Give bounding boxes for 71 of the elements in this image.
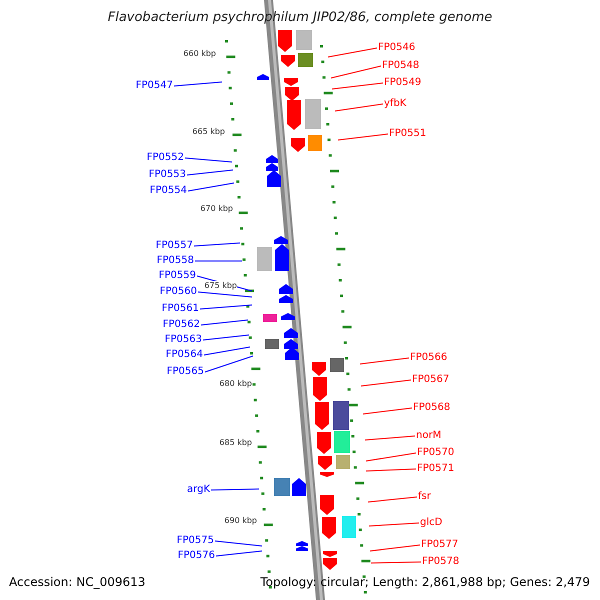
leader-line	[204, 346, 250, 356]
leader-line	[366, 468, 416, 472]
gene-label: FP0549	[384, 76, 422, 90]
leader-line	[194, 260, 242, 262]
gene-label: FP0570	[417, 446, 454, 460]
leader-line	[184, 158, 232, 162]
gene-label: FP0576	[178, 549, 215, 563]
gene-label: FP0552	[146, 151, 184, 165]
gene-label: FP0567	[412, 373, 450, 387]
gene-label: FP0547	[136, 79, 173, 93]
gene-label: norM	[416, 429, 442, 443]
gene-label: FP0575	[176, 534, 214, 548]
leader-line	[174, 82, 222, 86]
gene-label: argK	[187, 483, 210, 497]
leader-line	[194, 242, 240, 246]
scale-label: 670 kbp	[200, 204, 233, 214]
scale-label: 675 kbp	[204, 281, 237, 291]
leader-line	[368, 522, 420, 526]
leader-line	[366, 452, 416, 462]
leader-line	[360, 358, 410, 364]
leader-line	[204, 356, 254, 372]
gene-label: FP0563	[164, 333, 202, 347]
leader-line	[188, 182, 234, 192]
leader-line	[370, 544, 420, 552]
leader-line	[200, 304, 252, 310]
scale-label: 665 kbp	[192, 127, 225, 137]
gene-label: FP0578	[422, 555, 460, 569]
leader-line	[360, 380, 412, 386]
gene-label: FP0560	[160, 285, 197, 299]
gene-label: yfbK	[384, 97, 406, 111]
gene-label: FP0546	[378, 41, 416, 55]
leader-line	[200, 320, 248, 326]
leader-line	[334, 104, 384, 112]
leader-line	[186, 170, 234, 176]
gene-label: FP0558	[156, 254, 194, 268]
gene-label: FP0559	[158, 269, 196, 283]
scale-label: 685 kbp	[219, 438, 252, 448]
leader-line	[210, 488, 260, 490]
leader-line	[202, 334, 250, 340]
scale-label: 660 kbp	[183, 49, 216, 59]
gene-label: FP0551	[389, 127, 426, 141]
leader-line	[368, 496, 418, 502]
leader-line	[214, 540, 262, 546]
scale-label: 680 kbp	[219, 379, 252, 389]
leader-line	[364, 436, 416, 440]
gene-label: FP0557	[156, 239, 193, 253]
gene-label: FP0564	[166, 348, 203, 362]
leader-line	[370, 562, 422, 564]
leader-line	[338, 134, 388, 140]
gene-label: FP0577	[421, 538, 458, 552]
gene-label: FP0562	[162, 318, 200, 332]
gene-label: FP0548	[382, 59, 420, 73]
gene-label: glcD	[420, 516, 442, 530]
leader-line	[198, 292, 252, 298]
gene-label: FP0553	[148, 168, 186, 182]
leader-line	[332, 82, 384, 90]
gene-label: fsr	[418, 490, 431, 504]
leader-line	[328, 48, 378, 58]
diagram-title: Flavobacterium psychrophilum JIP02/86, complete genome	[106, 11, 494, 25]
gene-label: FP0554	[150, 184, 187, 198]
accession-text: Accession: NC_009613	[9, 575, 146, 589]
gene-label: FP0561	[162, 302, 199, 316]
gene-label: FP0568	[413, 401, 450, 415]
genome-summary-text: Topology: circular; Length: 2,861,988 bp; Genes: 2,479	[260, 575, 590, 589]
leader-line	[216, 550, 262, 556]
leader-line	[330, 66, 382, 78]
scale-label: 690 kbp	[224, 516, 257, 526]
gene-label: FP0566	[410, 351, 448, 365]
leader-line	[362, 408, 412, 414]
gene-label: FP0565	[166, 365, 204, 379]
gene-label: FP0571	[417, 462, 454, 476]
